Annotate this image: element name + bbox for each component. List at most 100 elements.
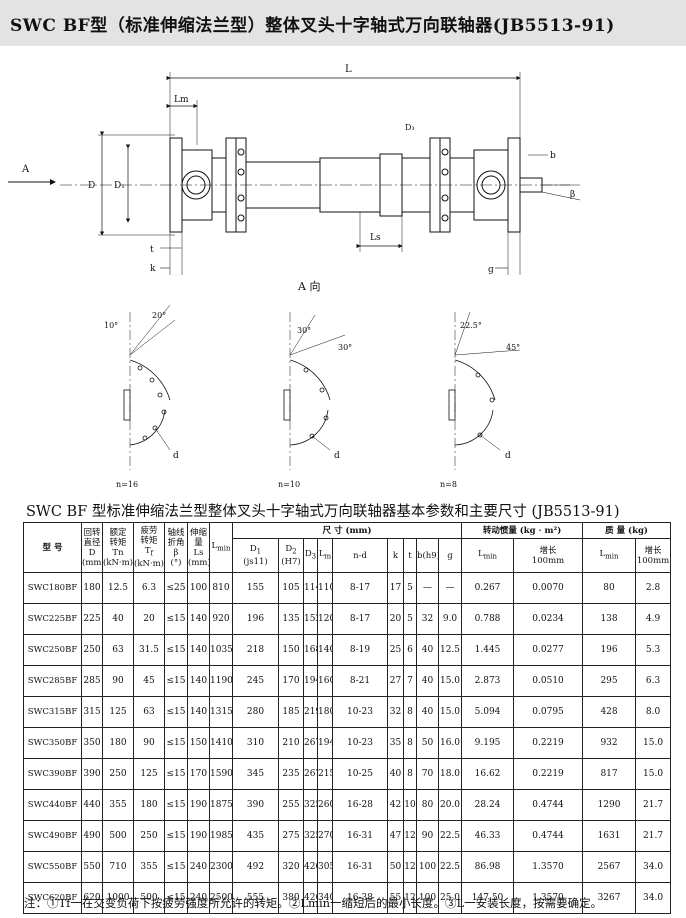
table-cell: 267 bbox=[303, 758, 318, 790]
table-cell: 0.0234 bbox=[513, 603, 584, 635]
table-cell: 140 bbox=[187, 603, 210, 635]
col-mass-lmin: Lmin bbox=[582, 538, 637, 573]
table-cell: 150 bbox=[278, 634, 304, 666]
table-cell: — bbox=[437, 572, 463, 604]
table-row: SWC390BF390250125≤1517015903452352672151… bbox=[23, 758, 672, 790]
table-cell: 8-17 bbox=[332, 572, 388, 604]
table-cell: 550 bbox=[81, 851, 103, 883]
table-cell: 22.5 bbox=[437, 851, 463, 883]
table-cell: 9.195 bbox=[461, 727, 515, 759]
table-cell: 135 bbox=[278, 603, 304, 635]
table-cell: 140 bbox=[187, 665, 210, 697]
table-row: SWC315BF31512563≤15140131528018521918010… bbox=[23, 696, 672, 728]
table-cell: 355 bbox=[102, 789, 134, 821]
table-cell: 10-25 bbox=[332, 758, 388, 790]
table-cell: 90 bbox=[133, 727, 165, 759]
table-cell: 120 bbox=[317, 603, 333, 635]
col-d2: D2(H7) bbox=[278, 538, 304, 573]
table-cell: 8 bbox=[403, 696, 417, 728]
table-cell: 0.2219 bbox=[513, 758, 584, 790]
table-cell: — bbox=[416, 572, 439, 604]
flange1-angle-b: 20° bbox=[152, 311, 166, 320]
table-cell: 8 bbox=[403, 727, 417, 759]
table-cell: 0.0277 bbox=[513, 634, 584, 666]
table-cell: 185 bbox=[278, 696, 304, 728]
col-group-inertia: 转动惯量 (kg · m²) bbox=[461, 522, 584, 539]
table-cell: ≤15 bbox=[164, 851, 188, 883]
dim-d-label: D bbox=[88, 181, 95, 191]
table-cell: 1190 bbox=[209, 665, 233, 697]
dim-ls-label: Ls bbox=[370, 233, 381, 243]
table-cell: 194 bbox=[317, 727, 333, 759]
table-cell: 12.5 bbox=[102, 572, 134, 604]
table-cell: 15.0 bbox=[437, 696, 463, 728]
col-d1: D1(js11) bbox=[232, 538, 279, 573]
table-cell: 25 bbox=[387, 634, 404, 666]
table-cell: 1631 bbox=[582, 820, 637, 852]
table-cell: 25.0 bbox=[437, 882, 463, 914]
table-cell: 345 bbox=[232, 758, 279, 790]
flange3-hole-label: d bbox=[505, 451, 511, 461]
table-cell: 428 bbox=[582, 696, 637, 728]
table-cell: 250 bbox=[133, 820, 165, 852]
dim-l-label: L bbox=[345, 64, 352, 75]
table-cell: 22.5 bbox=[437, 820, 463, 852]
table-cell: 10 bbox=[403, 789, 417, 821]
table-cell: 310 bbox=[232, 727, 279, 759]
table-cell: ≤15 bbox=[164, 603, 188, 635]
dim-t-label: t bbox=[150, 245, 154, 255]
table-cell: 110 bbox=[317, 572, 333, 604]
flange1-bolt-count: n=16 bbox=[116, 480, 138, 489]
table-cell: 255 bbox=[278, 789, 304, 821]
table-cell: 8-19 bbox=[332, 634, 388, 666]
table-cell: 15.0 bbox=[635, 758, 672, 790]
table-cell: 160 bbox=[317, 665, 333, 697]
table-cell: 920 bbox=[209, 603, 233, 635]
table-row: SWC350BF35018090≤15150141031021026719410… bbox=[23, 727, 672, 759]
table-cell: 235 bbox=[278, 758, 304, 790]
table-cell: ≤25 bbox=[164, 572, 188, 604]
table-cell: 80 bbox=[416, 789, 439, 821]
table-cell: 40 bbox=[416, 665, 439, 697]
table-cell: 426 bbox=[303, 851, 318, 883]
table-cell: ≤15 bbox=[164, 758, 188, 790]
table-cell: 1.3570 bbox=[513, 851, 584, 883]
table-cell: 16-28 bbox=[332, 789, 388, 821]
table-cell: 2.873 bbox=[461, 665, 515, 697]
table-cell: 210 bbox=[278, 727, 304, 759]
table-cell: 34.0 bbox=[635, 882, 672, 914]
table-cell: 1035 bbox=[209, 634, 233, 666]
table-cell: 555 bbox=[232, 882, 279, 914]
model-cell: SWC180BF bbox=[23, 572, 82, 604]
table-cell: 100 bbox=[187, 572, 210, 604]
table-cell: 1315 bbox=[209, 696, 233, 728]
model-cell: SWC490BF bbox=[23, 820, 82, 852]
table-cell: 20 bbox=[133, 603, 165, 635]
table-cell: 0.4744 bbox=[513, 820, 584, 852]
model-cell: SWC390BF bbox=[23, 758, 82, 790]
table-cell: 31.5 bbox=[133, 634, 165, 666]
view-arrow-label: A bbox=[21, 164, 30, 175]
table-cell: 1410 bbox=[209, 727, 233, 759]
table-cell: 5 bbox=[403, 572, 417, 604]
table-cell: 2300 bbox=[209, 851, 233, 883]
flange1-angle-a: 10° bbox=[104, 321, 118, 330]
table-cell: 190 bbox=[187, 820, 210, 852]
table-cell: 4.9 bbox=[635, 603, 672, 635]
table-cell: 17 bbox=[387, 572, 404, 604]
table-cell: 390 bbox=[81, 758, 103, 790]
table-cell: 18.0 bbox=[437, 758, 463, 790]
table-cell: ≤15 bbox=[164, 727, 188, 759]
table-cell: 21.7 bbox=[635, 789, 672, 821]
table-cell: 12 bbox=[403, 882, 417, 914]
flange2-angle-b: 30° bbox=[338, 343, 352, 352]
table-cell: 16.62 bbox=[461, 758, 515, 790]
table-cell: 86.98 bbox=[461, 851, 515, 883]
col-nd: n-d bbox=[332, 538, 388, 573]
table-cell: ≤15 bbox=[164, 789, 188, 821]
table-cell: 710 bbox=[102, 851, 134, 883]
table-cell: 12 bbox=[403, 820, 417, 852]
table-cell: 8-17 bbox=[332, 603, 388, 635]
table-cell: 817 bbox=[582, 758, 637, 790]
